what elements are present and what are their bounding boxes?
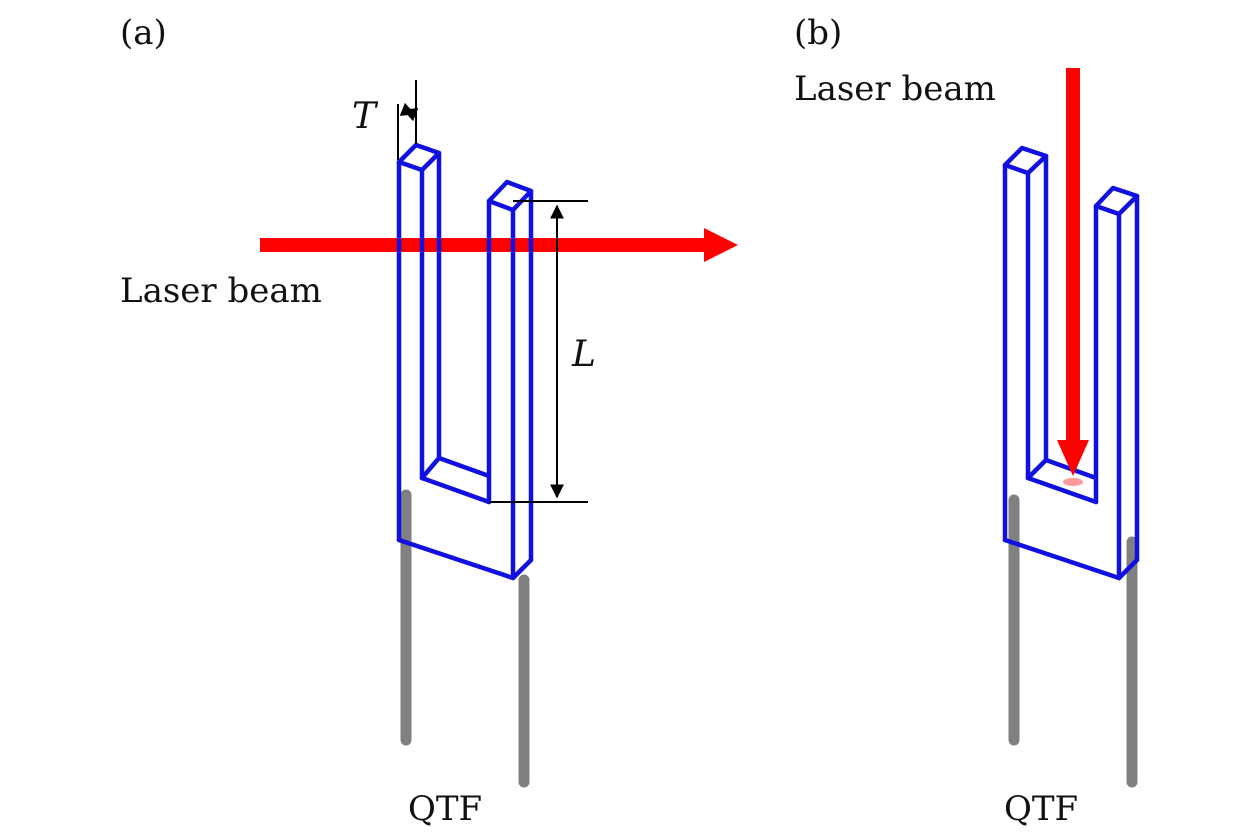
qtf-label-a: QTF [408,789,482,829]
qtf-label-b: QTF [1004,789,1078,829]
laser-beam-label-a: Laser beam [120,271,322,311]
left-prong-top-b [1002,145,1049,176]
left-prong-top [396,142,442,173]
length-label: L [571,334,596,375]
right-prong-top-b [1093,185,1140,217]
laser-beam-label-b: Laser beam [794,69,996,109]
thickness-label: T [352,96,379,137]
laser-beam-arrowhead [704,228,738,262]
panel-b-label: (b) [794,13,842,53]
thickness-dimension: T [352,80,419,160]
laser-beam-shaft-b [1066,68,1080,444]
laser-spot [1063,478,1083,486]
tuning-fork-a [396,142,534,581]
panel-a: (a) [120,13,738,829]
laser-beam-vertical [1057,68,1089,486]
length-dimension: L [489,200,596,503]
laser-beam-horizontal [260,228,738,262]
tuning-fork-b [1002,145,1140,581]
panel-b: (b) Laser beam QTF [794,13,1140,829]
laser-beam-arrowhead-b [1057,440,1089,476]
laser-beam-shaft [260,238,710,252]
fork-base-b [1002,537,1140,581]
fork-base [396,537,534,581]
panel-a-label: (a) [120,13,167,53]
right-prong-top [486,179,534,213]
